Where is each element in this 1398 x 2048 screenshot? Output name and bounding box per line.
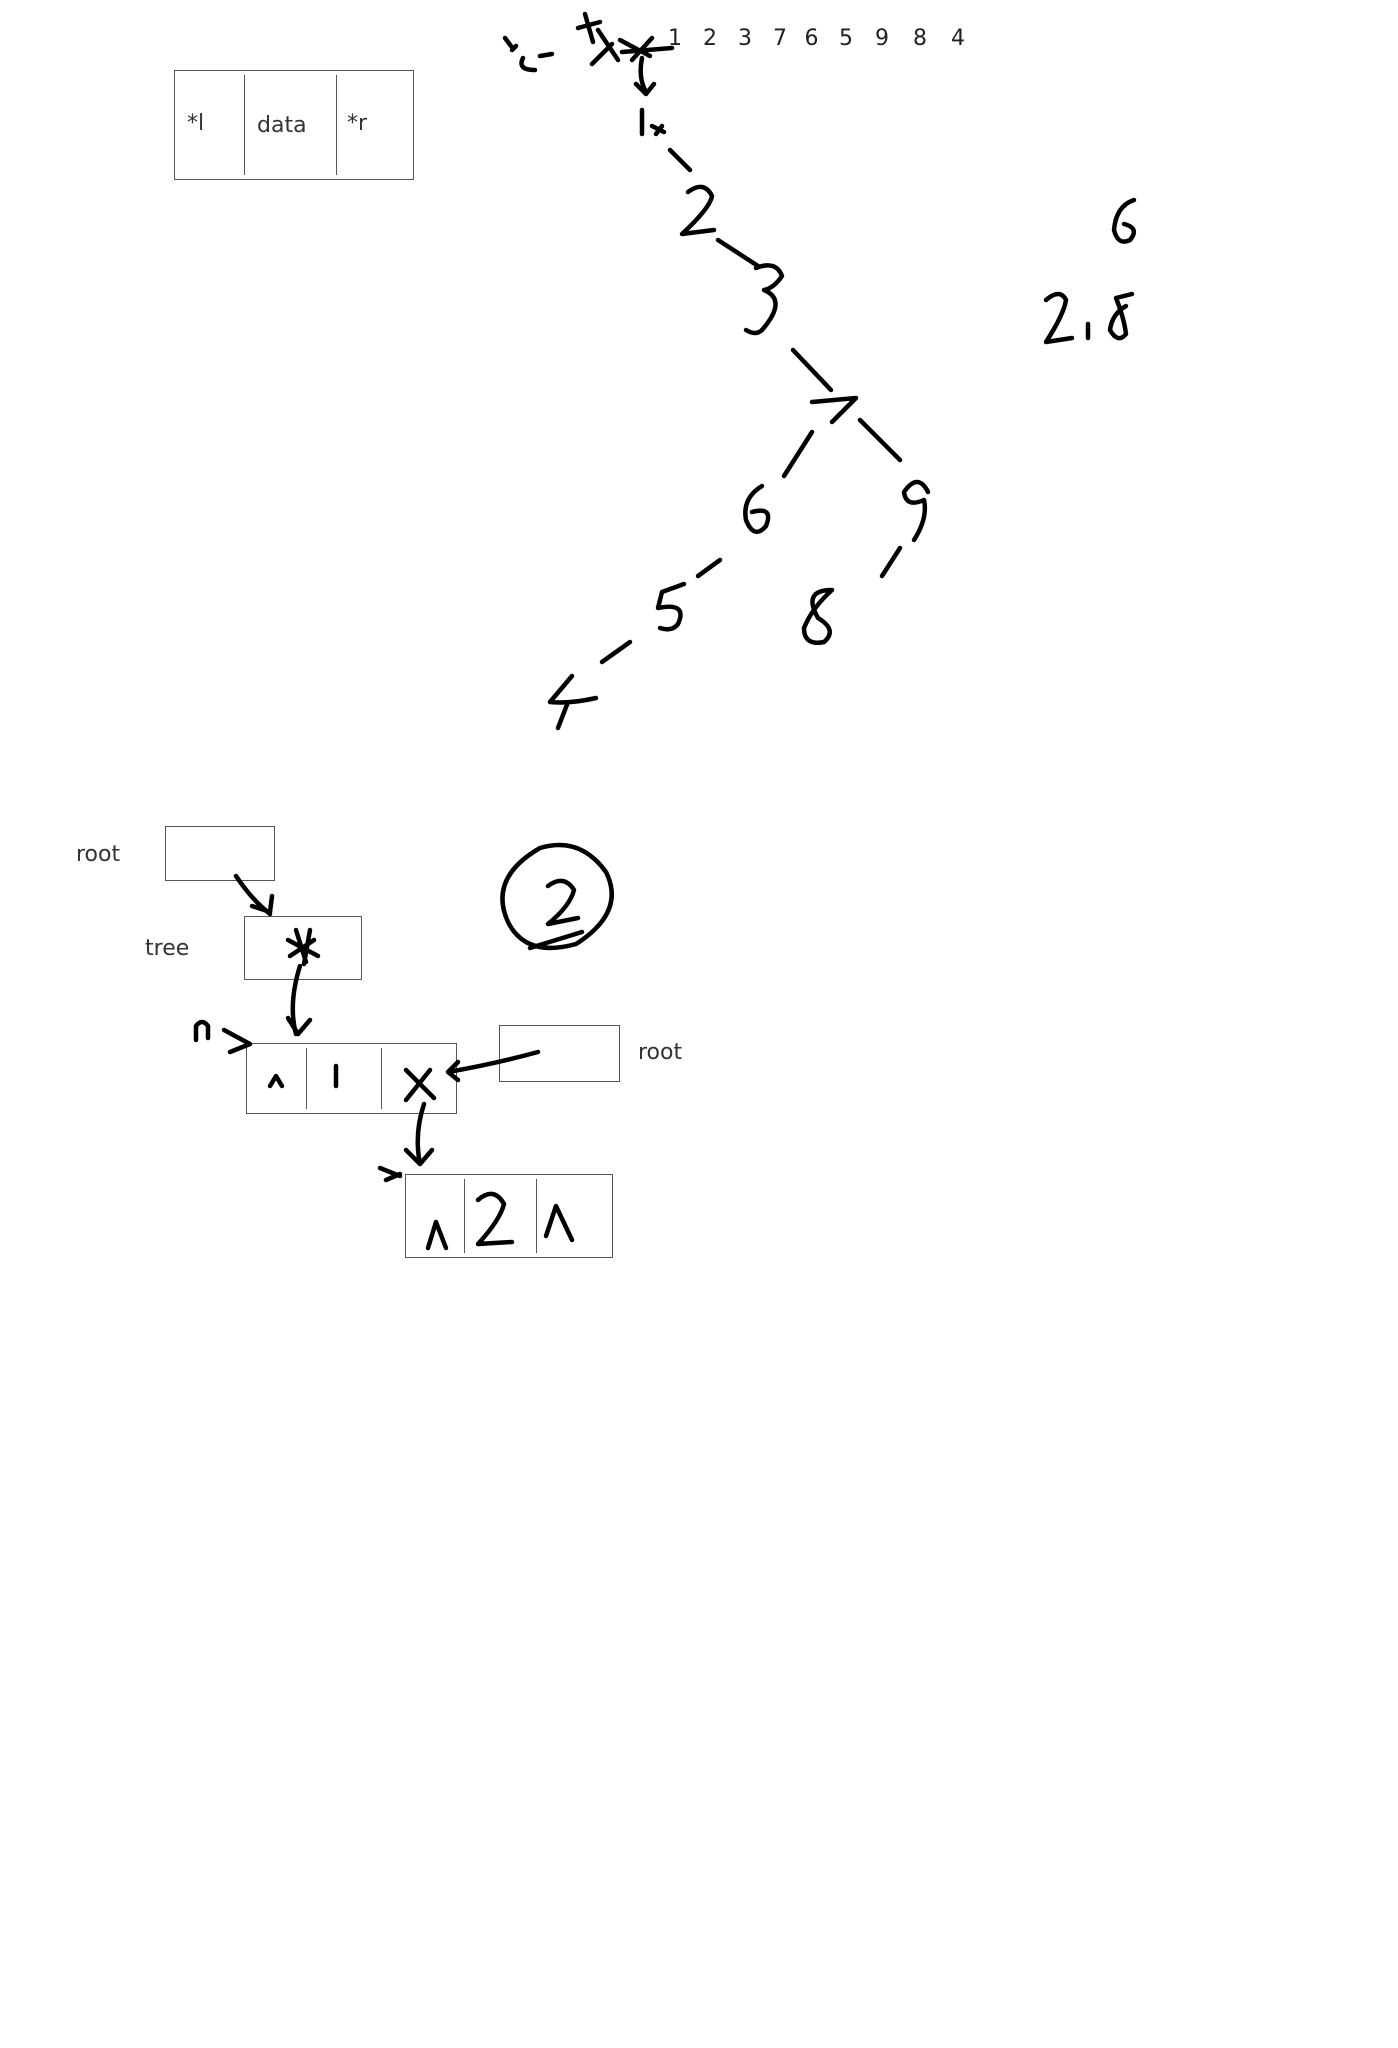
node-2-contents bbox=[425, 1191, 575, 1251]
node-2-box bbox=[405, 1174, 613, 1258]
top-pointer-scribble bbox=[502, 11, 675, 137]
seq-item: 7 bbox=[773, 26, 787, 51]
root-param-box bbox=[499, 1025, 620, 1082]
root-pointer-box bbox=[165, 826, 275, 881]
node-1-contents bbox=[267, 1063, 437, 1103]
seq-item: 5 bbox=[839, 26, 853, 51]
insertion-sequence: 1 2 3 7 6 5 9 8 4 bbox=[655, 26, 976, 51]
seq-item: 2 bbox=[703, 26, 717, 51]
n-pointer-label bbox=[193, 1019, 253, 1055]
circled-two bbox=[500, 842, 614, 951]
node-1-divider-1 bbox=[306, 1048, 307, 1109]
root-to-tree-arrow bbox=[233, 873, 275, 917]
node-2-divider-1 bbox=[464, 1179, 465, 1253]
node-1-to-node-2-arrow bbox=[377, 1101, 435, 1183]
node-left-pointer-label: *l bbox=[187, 111, 205, 136]
seq-item: 6 bbox=[804, 26, 819, 51]
seq-item: 1 bbox=[668, 26, 682, 51]
node-struct-box: *l data *r bbox=[174, 70, 414, 180]
tree-pointer-scribble bbox=[285, 927, 321, 1037]
root-label-top: root bbox=[76, 842, 121, 867]
side-note bbox=[1043, 197, 1137, 345]
tree-label: tree bbox=[145, 936, 190, 961]
node-struct-divider-1 bbox=[244, 75, 245, 175]
node-1-divider-2 bbox=[381, 1048, 382, 1109]
node-right-pointer-label: *r bbox=[347, 111, 368, 136]
node-2-divider-2 bbox=[536, 1179, 537, 1253]
root-param-arrow bbox=[445, 1049, 541, 1083]
seq-item: 8 bbox=[913, 26, 927, 51]
root-label-right: root bbox=[638, 1040, 683, 1065]
seq-item: 3 bbox=[738, 26, 752, 51]
node-data-label: data bbox=[257, 113, 307, 138]
seq-item: 9 bbox=[875, 26, 889, 51]
node-struct-divider-2 bbox=[336, 75, 337, 175]
seq-item: 4 bbox=[951, 26, 965, 51]
bst-drawing bbox=[547, 147, 931, 731]
